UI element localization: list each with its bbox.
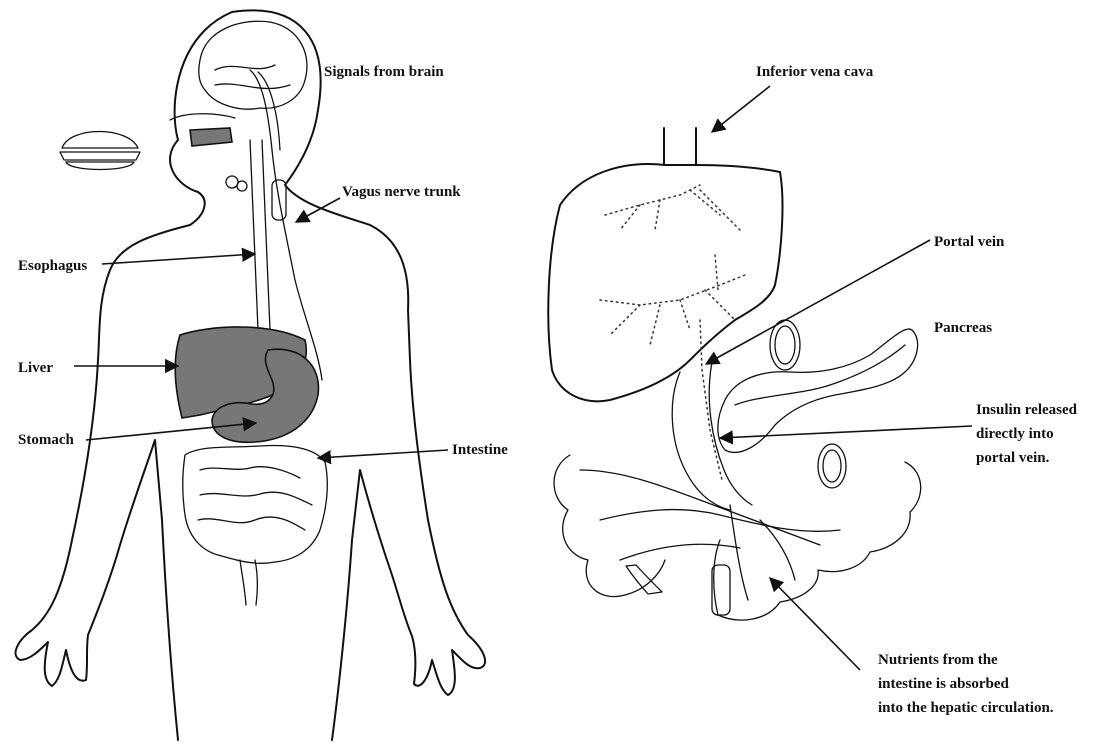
esophagus-tube [250, 140, 270, 330]
liver-pancreas-figure [548, 128, 920, 620]
label-pancreas: Pancreas [934, 320, 992, 336]
label-inferior-vena-cava: Inferior vena cava [756, 64, 874, 80]
inferior-vena-cava-vessel [664, 128, 696, 165]
label-insulin-line2: directly into [976, 426, 1054, 442]
arrow-esophagus [102, 254, 255, 264]
label-portal-vein: Portal vein [934, 234, 1005, 250]
label-liver: Liver [18, 360, 53, 376]
head-outline [175, 12, 232, 140]
arrow-insulin-released [720, 426, 972, 438]
arrow-inferior-vena-cava [712, 86, 770, 132]
brain [199, 21, 307, 109]
label-insulin-line3: portal vein. [976, 450, 1050, 466]
hepatic-vessels [600, 185, 745, 480]
intestine-cut-end-left [626, 565, 662, 594]
hamburger-icon [60, 132, 140, 170]
arrow-portal-vein [706, 240, 930, 364]
arrow-vagus-nerve-trunk [296, 198, 340, 222]
throat-gland [237, 181, 247, 191]
label-insulin-line1: Insulin released [976, 402, 1078, 418]
liver-large [548, 164, 782, 401]
nasal-cavity [170, 114, 235, 120]
label-signals-from-brain: Signals from brain [324, 64, 444, 80]
intestine-mesentery [580, 470, 840, 600]
arrow-intestine [318, 450, 448, 458]
arrow-nutrients [770, 578, 860, 670]
small-intestine-loops [554, 455, 921, 620]
label-stomach: Stomach [18, 432, 74, 448]
vessel-ring-upper-inner [775, 326, 795, 364]
vessel-ring-lower-inner [823, 450, 841, 482]
brain-folds [215, 65, 290, 89]
label-nutrients-line3: into the hepatic circulation. [878, 700, 1054, 716]
label-esophagus: Esophagus [18, 258, 87, 274]
mouth-cavity [190, 128, 232, 146]
human-body-figure [16, 10, 486, 740]
label-nutrients-line2: intestine is absorbed [878, 676, 1010, 692]
pancreatic-duct [735, 345, 905, 405]
throat-gland [226, 176, 238, 188]
label-vagus-nerve-trunk: Vagus nerve trunk [342, 184, 461, 200]
label-nutrients-line1: Nutrients from the [878, 652, 998, 668]
intestine-coils [183, 446, 328, 605]
label-intestine: Intestine [452, 442, 508, 458]
vagus-nerve-sheath [258, 72, 280, 150]
